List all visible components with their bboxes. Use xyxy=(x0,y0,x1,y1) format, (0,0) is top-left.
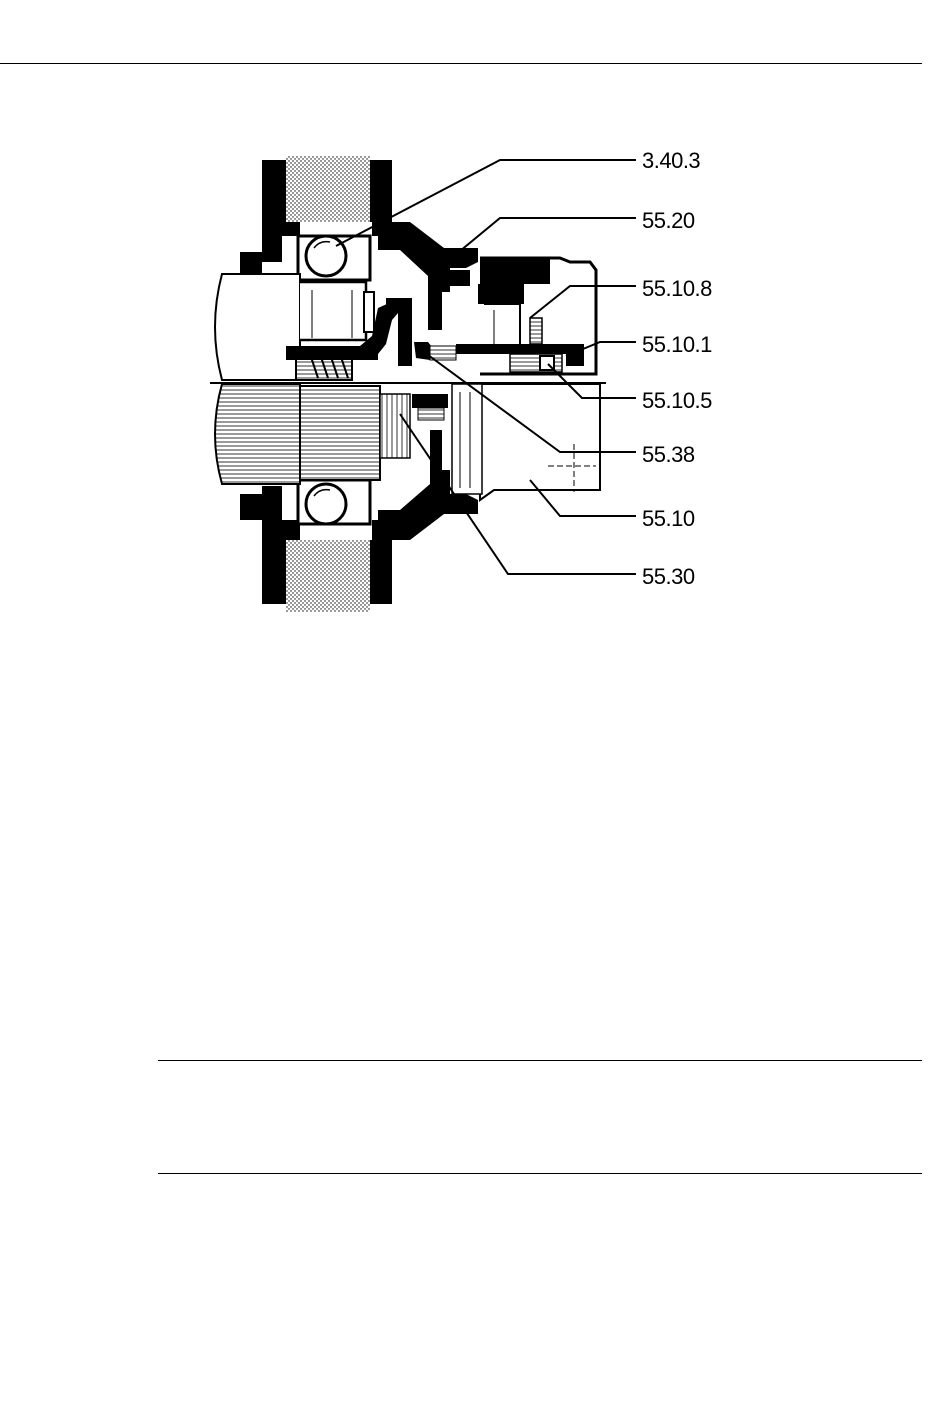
callout-3-40-3: 3.40.3 xyxy=(642,148,700,173)
callout-labels: 3.40.3 55.20 55.10.8 55.10.1 55.10.5 55.… xyxy=(642,148,712,589)
callout-55-30: 55.30 xyxy=(642,564,695,589)
callout-55-10-8: 55.10.8 xyxy=(642,276,712,301)
callout-55-38: 55.38 xyxy=(642,442,695,467)
callout-55-10-5: 55.10.5 xyxy=(642,388,712,413)
callout-55-10-1: 55.10.1 xyxy=(642,332,712,357)
callout-55-20: 55.20 xyxy=(642,208,695,233)
ball-bearing-top xyxy=(298,236,370,280)
ball-bearing-bottom xyxy=(298,480,370,524)
callout-55-10: 55.10 xyxy=(642,506,695,531)
seal-ring xyxy=(412,342,456,420)
right-enclosure xyxy=(452,258,600,500)
